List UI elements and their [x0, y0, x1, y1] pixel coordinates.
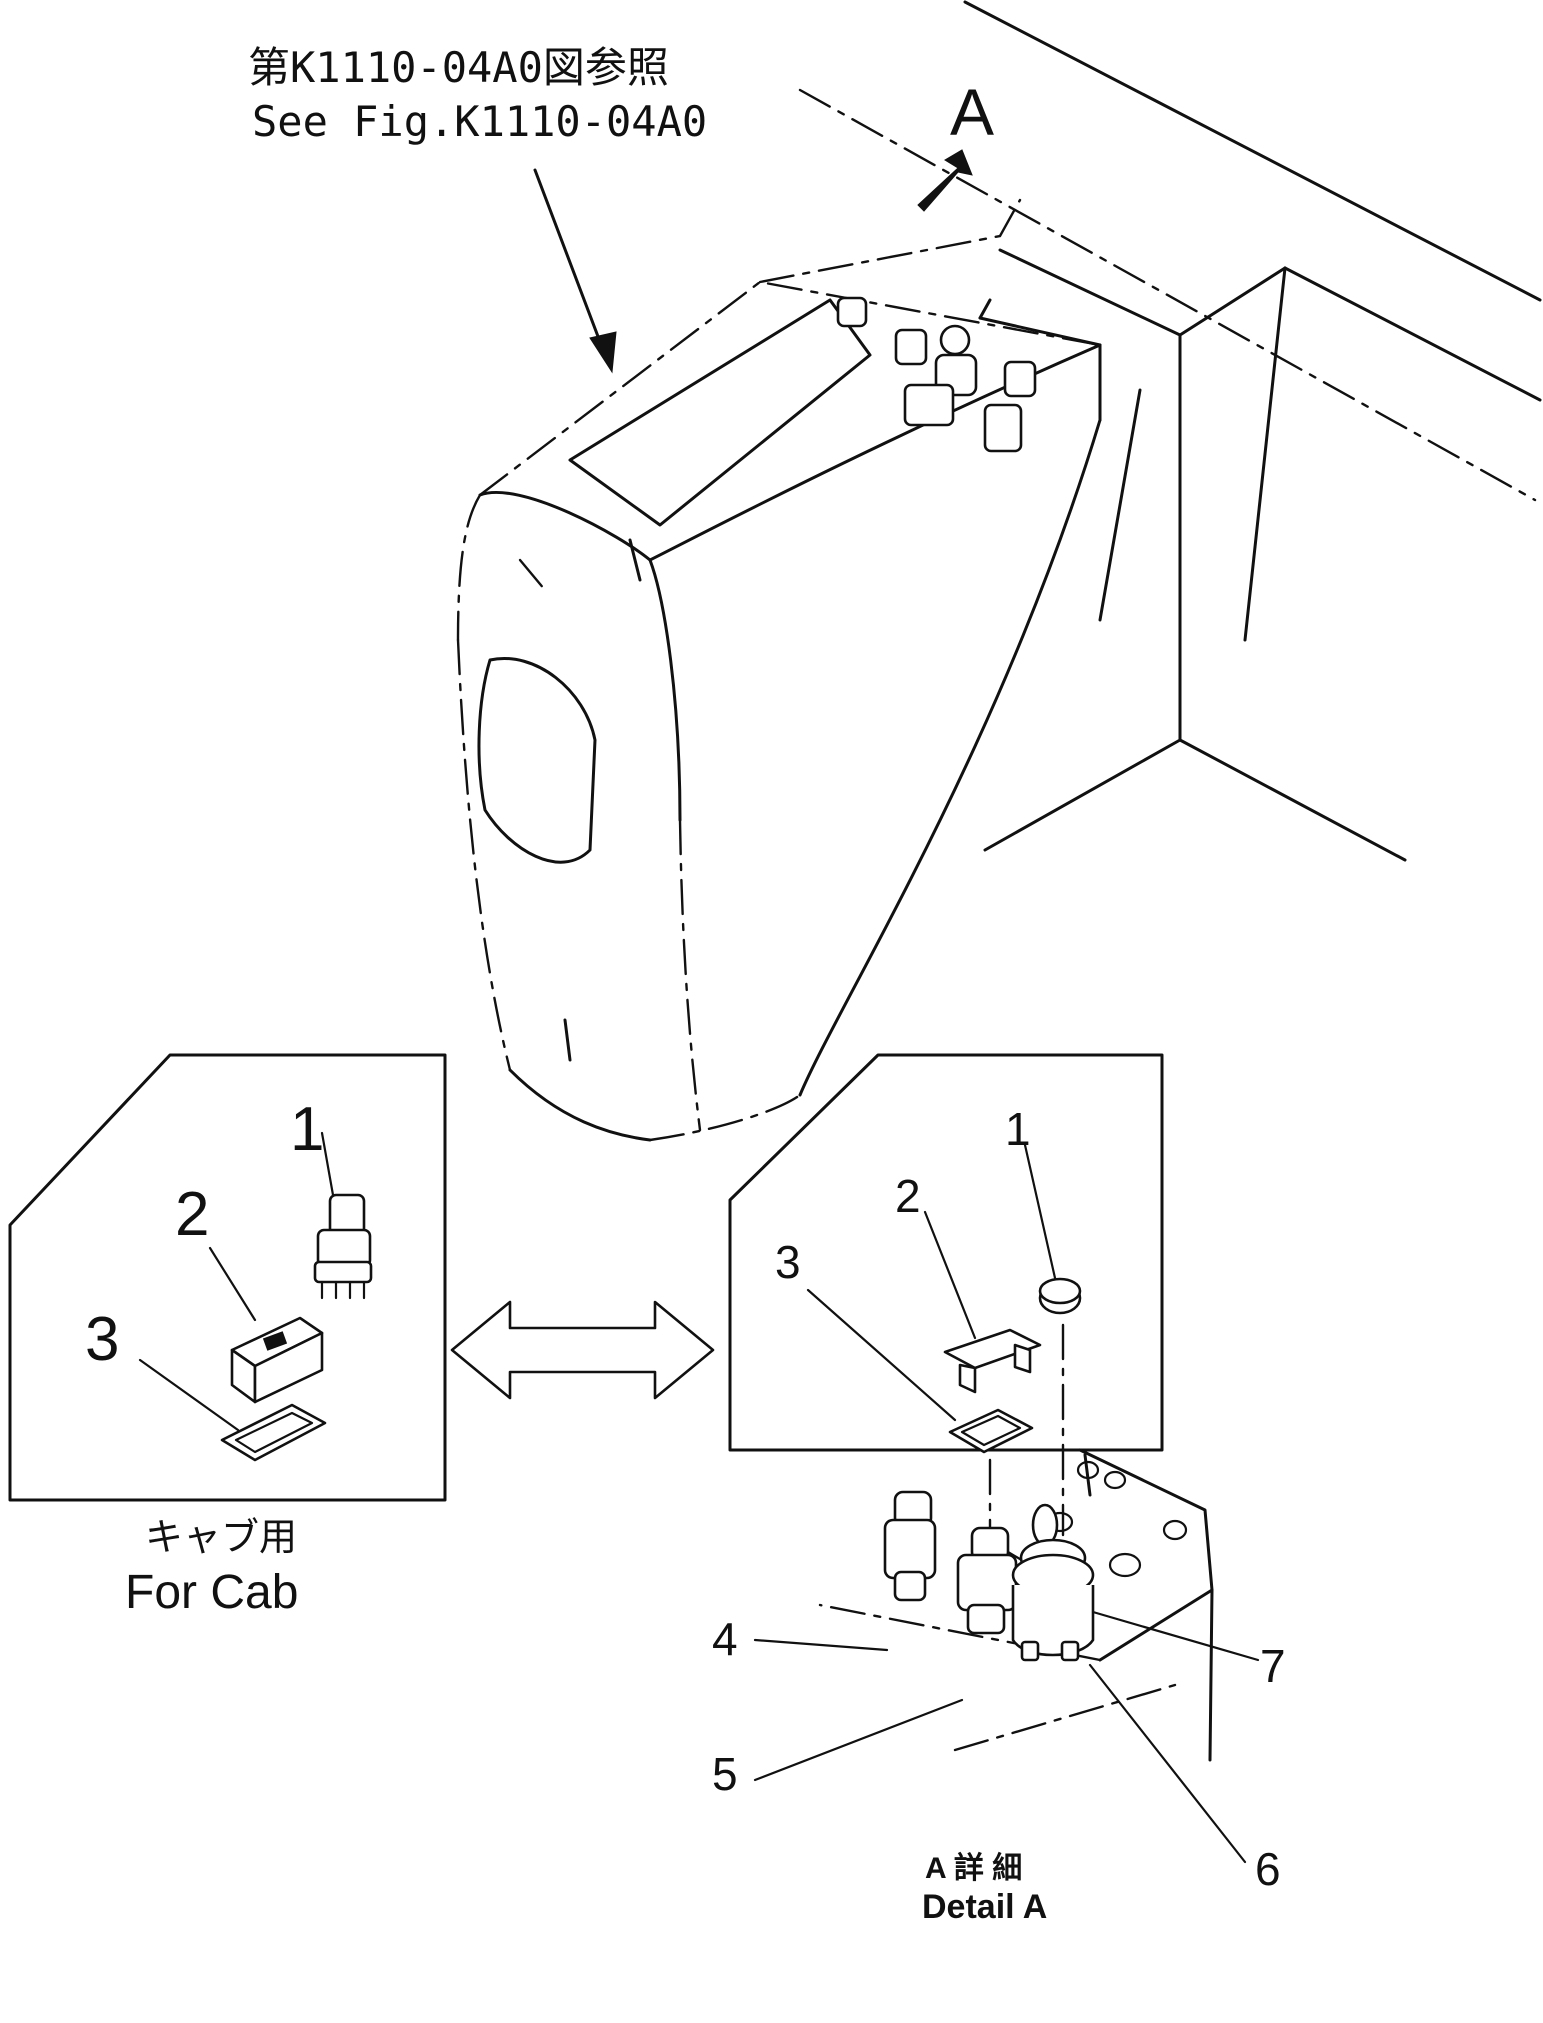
view-letter-a: A	[950, 75, 994, 149]
detail-leader-1	[1023, 1143, 1057, 1280]
detail-caption-en: Detail A	[922, 1888, 1047, 1926]
cab-caption-jp: キャブ用	[145, 1517, 297, 1559]
detail-leader-7	[1091, 1610, 1260, 1662]
detail-plug-1	[1038, 1277, 1082, 1315]
cab-box-frame	[8, 1053, 447, 1502]
detail-leader-3	[806, 1288, 957, 1422]
reference-leader	[533, 168, 607, 357]
detail-switch-2	[943, 1328, 1042, 1394]
reference-text-en: See Fig.K1110-04A0	[252, 97, 707, 146]
cab-callout-3: 3	[85, 1305, 119, 1374]
console-switches	[836, 296, 1037, 453]
detail-leader-6	[1088, 1663, 1247, 1864]
cab-leader-2	[208, 1246, 257, 1322]
detail-callout-7: 7	[1260, 1640, 1286, 1692]
cab-callout-2: 2	[175, 1180, 209, 1249]
detail-callout-5: 5	[712, 1748, 738, 1800]
detail-leader-4	[753, 1638, 889, 1652]
detail-leader-2	[923, 1210, 977, 1340]
cab-switch-1	[313, 1193, 373, 1300]
cab-callout-1: 1	[290, 1095, 324, 1164]
interchange-arrow	[450, 1300, 715, 1400]
detail-callout-2: 2	[895, 1170, 921, 1222]
detail-gasket-3	[948, 1408, 1034, 1454]
detail-key-switch-6-7	[1011, 1503, 1095, 1662]
reference-text-jp: 第K1110-04A0図参照	[248, 43, 669, 92]
view-direction-arrow	[917, 149, 973, 212]
cab-caption-en: For Cab	[125, 1566, 298, 1619]
machine-body-outline	[798, 0, 1542, 862]
detail-callout-6: 6	[1255, 1843, 1281, 1895]
cab-leader-3	[138, 1358, 240, 1432]
detail-caption-jp: A 詳 細	[925, 1851, 1022, 1885]
cab-gasket-3	[220, 1403, 327, 1462]
console-box	[456, 198, 1102, 1142]
reference-arrowhead	[589, 331, 617, 374]
detail-leader-5	[753, 1698, 964, 1782]
detail-callout-3: 3	[775, 1236, 801, 1288]
detail-switch-4	[883, 1490, 937, 1602]
detail-switch-5	[956, 1526, 1018, 1635]
cab-switch-2	[230, 1316, 324, 1404]
detail-callout-1: 1	[1005, 1103, 1031, 1155]
detail-box-frame	[728, 1053, 1164, 1452]
cab-leader-1	[320, 1131, 335, 1197]
detail-callout-4: 4	[712, 1613, 738, 1665]
